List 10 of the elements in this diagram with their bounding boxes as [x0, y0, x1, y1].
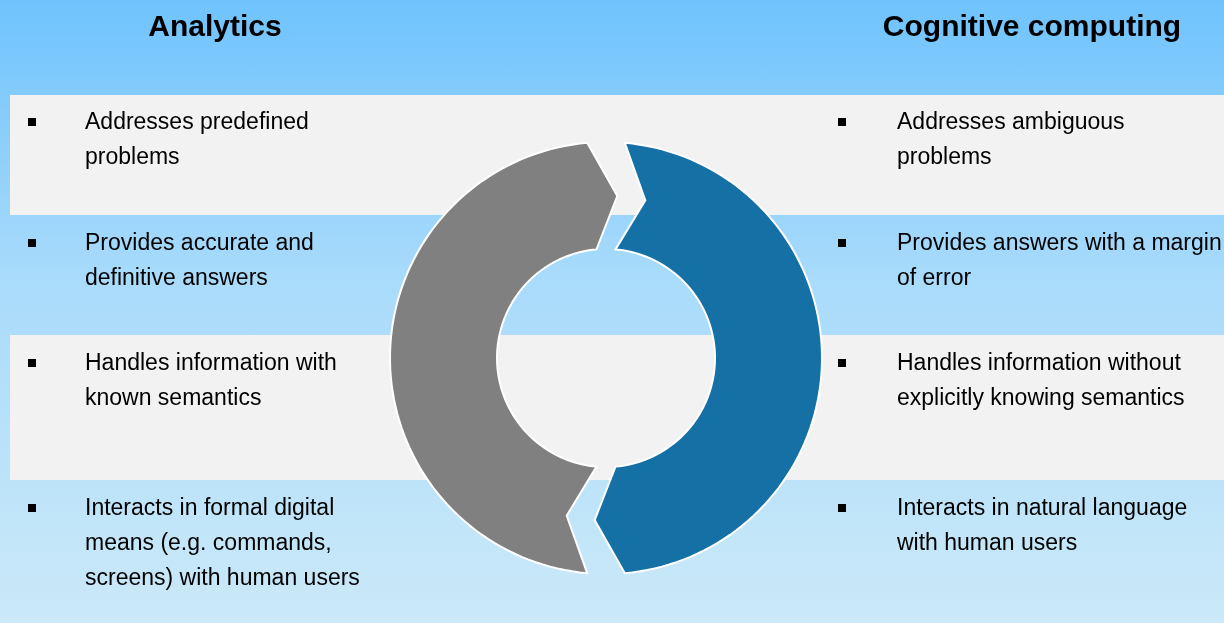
bullet-text: Handles information with known semantics — [85, 348, 338, 412]
bullet-text: Interacts in natural language with human users — [897, 493, 1189, 557]
bullet-text: Provides accurate and definitive answers — [85, 228, 315, 292]
bullet-text: Provides answers with a margin of error — [897, 228, 1223, 292]
bullet-text: Interacts in formal digital means (e.g. commands, screens) with human users — [85, 493, 361, 592]
column-heading: Cognitive computing — [881, 8, 1183, 44]
column-heading: Analytics — [147, 8, 283, 44]
bullet-text: Addresses ambiguous problems — [897, 107, 1126, 171]
bullet-text: Addresses predefined problems — [85, 107, 310, 171]
bullet-text: Handles information without explicitly knowing semantics — [897, 348, 1186, 412]
